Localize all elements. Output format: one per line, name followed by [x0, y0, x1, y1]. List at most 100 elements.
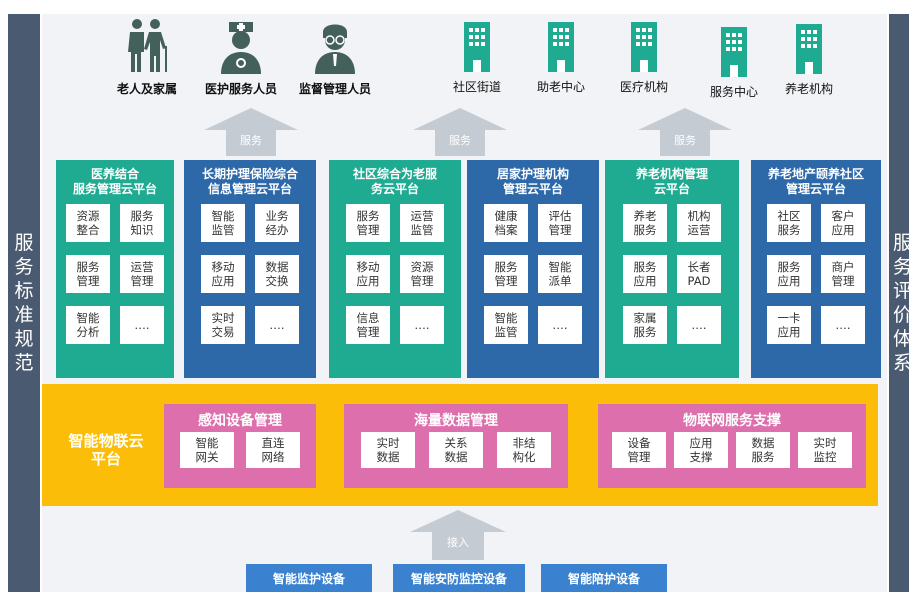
iot-tile[interactable]: 实时 监控: [798, 432, 852, 468]
panel-tile[interactable]: 长者 PAD: [677, 255, 721, 293]
building-medical: 医疗机构: [614, 22, 674, 95]
right-bar-label: 服务评价体系: [893, 232, 909, 374]
building-label: 社区街道: [452, 80, 501, 94]
left-bar-standards: 服务标准规范: [8, 14, 40, 592]
panel-tile-more[interactable]: ….: [120, 306, 164, 344]
panel-tile[interactable]: 服务 应用: [767, 255, 811, 293]
panel-tile[interactable]: 业务 经办: [255, 204, 299, 242]
panel-title: 养老机构管理 云平台: [635, 167, 708, 196]
panel-title: 长期护理保险综合 信息管理云平台: [201, 167, 298, 196]
panel-community-service: 社区综合为老服 务云平台 服务 管理 运营 监管 移动 应用 资源 管理 信息 …: [329, 160, 461, 378]
access-arrow: 接入: [410, 510, 506, 560]
iot-tile[interactable]: 直连 网络: [246, 432, 300, 468]
panel-tile[interactable]: 健康 档案: [484, 204, 528, 242]
panel-title: 养老地产颐养社区 管理云平台: [767, 167, 864, 196]
iot-tile[interactable]: 关系 数据: [429, 432, 483, 468]
panel-tile-more[interactable]: ….: [677, 306, 721, 344]
up-arrow-icon: [204, 108, 298, 156]
up-arrow-icon: [638, 108, 732, 156]
actor-label: 老人及家属: [116, 82, 177, 96]
actor-supervisor: 监督管理人员: [290, 18, 380, 97]
up-arrow-icon: [410, 510, 506, 560]
panel-long-term-care: 长期护理保险综合 信息管理云平台 智能 监管 业务 经办 移动 应用 数据 交换…: [184, 160, 316, 378]
up-arrow-icon: [413, 108, 507, 156]
panel-elderly-realestate: 养老地产颐养社区 管理云平台 社区 服务 客户 应用 服务 应用 商户 管理 一…: [751, 160, 881, 378]
panel-tile[interactable]: 一卡 应用: [767, 306, 811, 344]
device-label: 智能监护设备: [272, 571, 345, 586]
iot-tile[interactable]: 非结 构化: [497, 432, 551, 468]
service-arrow: 服务: [204, 108, 298, 156]
iot-tile[interactable]: 设备 管理: [612, 432, 666, 468]
panel-tile[interactable]: 服务 管理: [346, 204, 390, 242]
building-icon: [464, 22, 490, 72]
building-icon: [631, 22, 657, 72]
iot-tile[interactable]: 智能 网关: [180, 432, 234, 468]
elderly-icon: [128, 19, 167, 72]
arrow-label: 接入: [447, 536, 469, 549]
device-label: 智能陪护设备: [567, 571, 640, 586]
iot-title: 智能物联云 平台: [68, 432, 144, 468]
panel-tile[interactable]: 资源 整合: [66, 204, 110, 242]
device-monitor[interactable]: 智能监护设备: [246, 564, 372, 592]
iot-tile[interactable]: 实时 数据: [361, 432, 415, 468]
iot-group-sensing: 感知设备管理 智能 网关 直连 网络: [164, 404, 316, 488]
panel-tile-more[interactable]: ….: [400, 306, 444, 344]
arrow-label: 服务: [240, 134, 262, 147]
panel-tile[interactable]: 服务 知识: [120, 204, 164, 242]
panel-tile[interactable]: 移动 应用: [201, 255, 245, 293]
building-label: 养老机构: [784, 82, 833, 96]
building-service-center: 服务中心: [704, 27, 764, 100]
right-bar-evaluation: 服务评价体系: [889, 14, 909, 592]
panel-title: 社区综合为老服 务云平台: [352, 167, 437, 196]
panel-tile[interactable]: 评估 管理: [538, 204, 582, 242]
supervisor-icon: [315, 24, 355, 74]
panel-tile[interactable]: 运营 管理: [120, 255, 164, 293]
panel-tile[interactable]: 信息 管理: [346, 306, 390, 344]
panel-tile[interactable]: 移动 应用: [346, 255, 390, 293]
iot-tile[interactable]: 数据 服务: [736, 432, 790, 468]
panel-tile[interactable]: 机构 运营: [677, 204, 721, 242]
nurse-icon: [221, 22, 261, 74]
building-icon: [796, 24, 822, 74]
building-elderly-care: 养老机构: [779, 24, 839, 97]
panel-tile[interactable]: 实时 交易: [201, 306, 245, 344]
arrow-label: 服务: [674, 134, 696, 147]
panel-tile[interactable]: 资源 管理: [400, 255, 444, 293]
left-bar-label: 服务标准规范: [14, 232, 34, 374]
panel-tile[interactable]: 服务 管理: [66, 255, 110, 293]
panel-tile-more[interactable]: ….: [538, 306, 582, 344]
panel-tile[interactable]: 养老 服务: [623, 204, 667, 242]
panel-tile[interactable]: 智能 分析: [66, 306, 110, 344]
panel-tile-more[interactable]: ….: [255, 306, 299, 344]
panel-tile[interactable]: 数据 交换: [255, 255, 299, 293]
iot-tile[interactable]: 应用 支撑: [674, 432, 728, 468]
panel-tile[interactable]: 智能 派单: [538, 255, 582, 293]
panel-tile[interactable]: 智能 监管: [484, 306, 528, 344]
panel-home-care: 居家护理机构 管理云平台 健康 档案 评估 管理 服务 管理 智能 派单 智能 …: [467, 160, 599, 378]
panel-tile-more[interactable]: ….: [821, 306, 865, 344]
arrow-label: 服务: [449, 134, 471, 147]
building-icon: [721, 27, 747, 77]
building-community: 社区街道: [447, 22, 507, 95]
panel-tile[interactable]: 智能 监管: [201, 204, 245, 242]
panel-tile[interactable]: 客户 应用: [821, 204, 865, 242]
panel-tile[interactable]: 商户 管理: [821, 255, 865, 293]
device-companion[interactable]: 智能陪护设备: [541, 564, 667, 592]
panel-tile[interactable]: 服务 管理: [484, 255, 528, 293]
actor-nurse: 医护服务人员: [198, 18, 284, 97]
panel-tile[interactable]: 社区 服务: [767, 204, 811, 242]
panel-tile[interactable]: 运营 监管: [400, 204, 444, 242]
panel-tile[interactable]: 家属 服务: [623, 306, 667, 344]
panel-tile[interactable]: 服务 应用: [623, 255, 667, 293]
actor-label: 医护服务人员: [204, 82, 277, 96]
building-label: 服务中心: [709, 85, 758, 99]
building-icon: [548, 22, 574, 72]
panel-title: 医养结合 服务管理云平台: [72, 167, 157, 196]
device-label: 智能安防监控设备: [410, 571, 507, 586]
service-arrow: 服务: [638, 108, 732, 156]
iot-group-title: 物联网服务支撑: [683, 413, 781, 429]
iot-group-service: 物联网服务支撑 设备 管理 应用 支撑 数据 服务 实时 监控: [598, 404, 866, 488]
building-label: 助老中心: [536, 80, 585, 94]
device-security[interactable]: 智能安防监控设备: [393, 564, 525, 592]
iot-group-data: 海量数据管理 实时 数据 关系 数据 非结 构化: [344, 404, 568, 488]
